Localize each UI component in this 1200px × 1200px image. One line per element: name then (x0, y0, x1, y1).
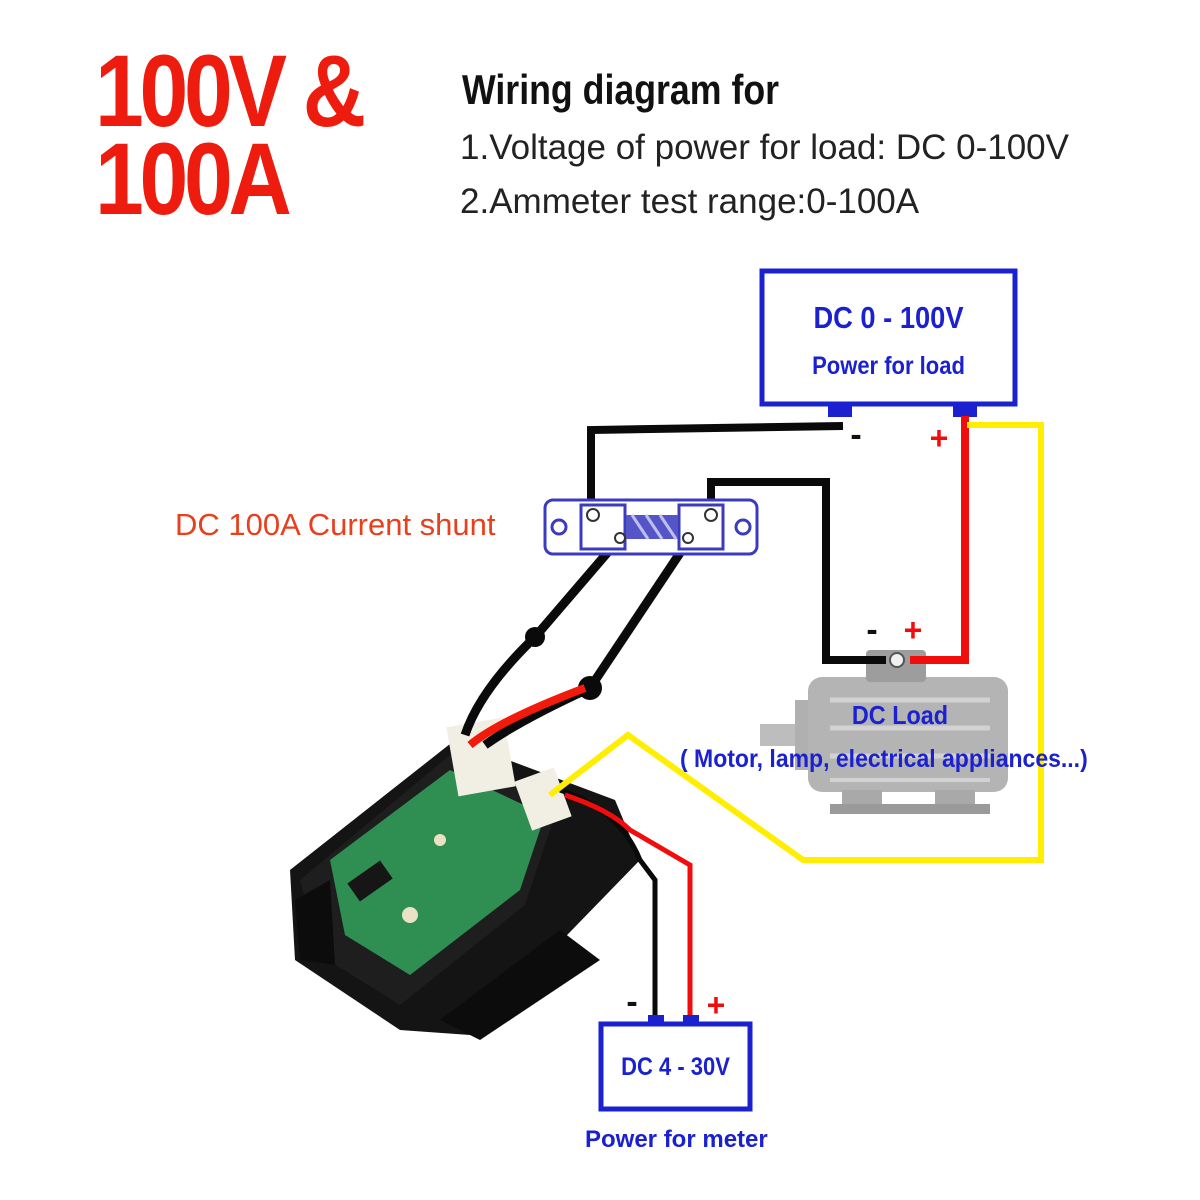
title-line-1: 100V & (95, 34, 366, 148)
meter-supply-voltage: DC 4 - 30V (621, 1053, 730, 1081)
load-description: ( Motor, lamp, electrical appliances...) (680, 745, 1088, 773)
load-power-minus-terminal (828, 403, 852, 417)
wire-meter-plus (564, 792, 693, 1015)
meter-power-caption: Power for meter (585, 1126, 768, 1153)
plus-sign-meter-supply: + (707, 987, 726, 1023)
load-power-box (759, 268, 1018, 407)
shunt-label: DC 100A Current shunt (175, 507, 496, 542)
diagram-heading: Wiring diagram for (462, 66, 780, 113)
load-supply-voltage: DC 0 - 100V (813, 300, 964, 335)
plus-sign-load-supply: + (930, 420, 949, 456)
spec-ammeter: 2.Ammeter test range:0-100A (460, 182, 920, 221)
minus-sign-load: - (866, 611, 877, 649)
wire-load-plus (910, 416, 969, 664)
wire-shunt-to-load-minus (707, 478, 886, 664)
load-power-plus-terminal (953, 403, 977, 417)
current-shunt (543, 498, 759, 556)
meter-power-plus-terminal (683, 1015, 699, 1026)
minus-sign-load-supply: - (850, 416, 861, 454)
wire-load-minus-to-shunt (587, 422, 844, 515)
spec-voltage: 1.Voltage of power for load: DC 0-100V (460, 128, 1069, 167)
wire-voltage-sense (548, 422, 1044, 863)
load-title: DC Load (851, 700, 949, 730)
meter-power-box (598, 1021, 753, 1112)
title-line-2: 100A (95, 122, 292, 236)
wire-meter-red-sense (467, 684, 587, 749)
dc-load-motor (760, 650, 1008, 814)
minus-sign-meter-supply: - (626, 983, 637, 1021)
load-supply-caption: Power for load (812, 352, 965, 380)
voltmeter-ammeter-module (290, 717, 640, 1040)
meter-power-minus-terminal (648, 1015, 664, 1026)
plus-sign-load: + (904, 612, 923, 648)
